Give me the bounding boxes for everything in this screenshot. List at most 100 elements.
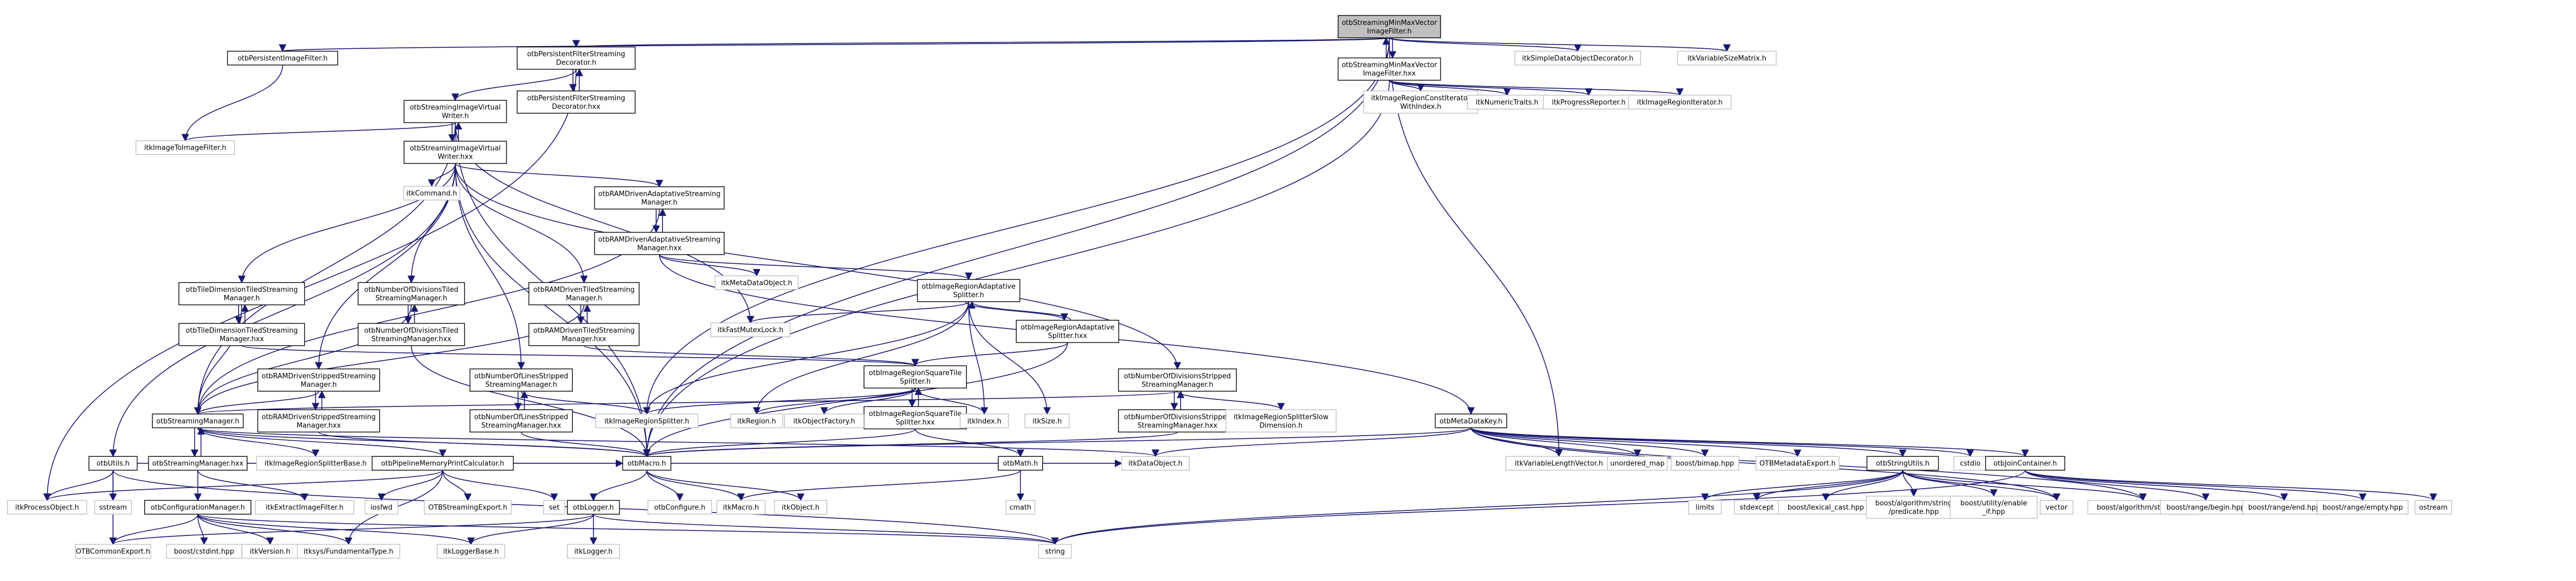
node-box xyxy=(1118,409,1237,432)
node-box xyxy=(256,456,375,471)
node-label: otbImageRegionSquareTile xyxy=(869,410,962,418)
edge-join-container-to-range-begin xyxy=(2024,470,2210,501)
node-label: otbImageRegionAdaptative xyxy=(922,283,1016,291)
node-label: OTBMetadataExport.h xyxy=(1759,460,1836,468)
graph-node-otb-math[interactable]: otbMath.h xyxy=(998,456,1043,471)
node-box xyxy=(1756,456,1840,471)
graph-node-streaming-mgr-h[interactable]: otbStreamingManager.h xyxy=(152,413,244,428)
graph-node-ndivstrip-hxx[interactable]: otbNumberOfDivisionsStrippedStreamingMan… xyxy=(1118,409,1237,432)
node-label: StreamingManager.hxx xyxy=(481,422,561,430)
graph-node-var-len-vec: itkVariableLengthVector.h xyxy=(1505,456,1613,471)
node-box xyxy=(1435,413,1507,428)
node-box xyxy=(469,409,573,432)
node-label: itkObject.h xyxy=(782,504,819,512)
node-box xyxy=(1688,500,1722,515)
graph-node-itk-version: itkVersion.h xyxy=(241,544,299,559)
edge-config-mgr-to-string xyxy=(197,514,1059,545)
edge-adapt-split-h-to-itk-region xyxy=(753,301,970,415)
graph-node-string-utils[interactable]: otbStringUtils.h xyxy=(1866,456,1939,471)
edge-pipeline-mem-to-iosfwd xyxy=(378,470,443,501)
node-label: otbNumberOfLinesStripped xyxy=(474,413,568,421)
node-label: cstdio xyxy=(1960,460,1980,468)
graph-node-limits: limits xyxy=(1688,500,1722,515)
node-label: ImageFilter.h xyxy=(1367,28,1412,36)
graph-node-otb-configure: otbConfigure.h xyxy=(647,500,712,515)
graph-node-tiledim-hxx[interactable]: otbTileDimensionTiledStreamingManager.hx… xyxy=(178,323,305,346)
node-box xyxy=(257,409,380,432)
node-label: Manager.hxx xyxy=(296,422,341,430)
graph-node-metadatakey[interactable]: otbMetaDataKey.h xyxy=(1435,413,1507,428)
node-box xyxy=(178,323,305,346)
edge-metadatakey-to-otb-macro xyxy=(643,427,1472,457)
node-label: itkImageRegionSplitterBase.h xyxy=(265,460,367,468)
graph-node-pipeline-mem[interactable]: otbPipelineMemoryPrintCalculator.h xyxy=(371,456,514,471)
graph-node-ndivstrip-h[interactable]: otbNumberOfDivisionsStrippedStreamingMan… xyxy=(1118,368,1237,392)
node-label: otbRAMDrivenAdaptativeStreaming xyxy=(598,236,721,244)
node-label: itkFastMutexLock.h xyxy=(718,326,783,334)
node-box xyxy=(1016,319,1120,343)
node-label: otbNumberOfLinesStripped xyxy=(474,372,568,380)
node-label: itkCommand.h xyxy=(406,190,457,198)
node-label: itkProgressReporter.h xyxy=(1552,99,1626,107)
edge-join-container-to-ostream xyxy=(2024,470,2437,501)
node-label: otbRAMDrivenStrippedStreaming xyxy=(261,413,376,421)
graph-node-otb-logger[interactable]: otbLogger.h xyxy=(567,500,620,515)
node-label: itkImageToImageFilter.h xyxy=(144,144,226,152)
node-box xyxy=(730,413,783,428)
node-box xyxy=(528,323,640,346)
edge-pfsd-h-to-sivw-h xyxy=(451,69,577,101)
node-label: otbNumberOfDivisionsTiled xyxy=(364,286,459,294)
graph-node-ndivtiled-hxx[interactable]: otbNumberOfDivisionsTiledStreamingManage… xyxy=(357,323,465,346)
node-box xyxy=(1514,50,1641,66)
graph-node-pfsd-hxx[interactable]: otbPersistentFilterStreamingDecorator.hx… xyxy=(517,90,636,114)
graph-node-var-matrix: itkVariableSizeMatrix.h xyxy=(1677,50,1777,66)
graph-node-persistent-filter[interactable]: otbPersistentImageFilter.h xyxy=(227,50,338,66)
edge-metadatakey-to-string-utils xyxy=(1470,427,1907,457)
node-box xyxy=(1607,456,1668,471)
node-label: StreamingManager.h xyxy=(376,294,447,302)
graph-node-streaming-mgr-hxx[interactable]: otbStreamingManager.hxx xyxy=(148,456,248,471)
node-label: ostream xyxy=(2419,504,2448,512)
node-box xyxy=(1950,496,2038,519)
graph-node-nlines-hxx[interactable]: otbNumberOfLinesStrippedStreamingManager… xyxy=(469,409,573,432)
edge-sivw-hxx-to-nlines-h xyxy=(455,163,525,370)
edge-streaming-mgr-h-to-splitter-base xyxy=(197,428,320,457)
node-label: itkVersion.h xyxy=(250,548,290,556)
node-label: unordered_map xyxy=(1610,460,1665,468)
graph-node-numeric-traits: itkNumericTraits.h xyxy=(1467,94,1547,110)
node-box xyxy=(436,544,505,559)
edge-pfsd-h-to-process-object xyxy=(43,69,577,501)
edge-sqtile-h-to-obj-factory xyxy=(820,388,916,415)
graph-node-otb-macro[interactable]: otbMacro.h xyxy=(622,456,671,471)
graph-node-ndivtiled-h[interactable]: otbNumberOfDivisionsTiledStreamingManage… xyxy=(357,282,465,306)
edge-nlines-h-to-region-splitter xyxy=(520,391,651,415)
node-label: itkLogger.h xyxy=(574,548,613,556)
node-box xyxy=(647,500,712,515)
graph-node-progress: itkProgressReporter.h xyxy=(1543,94,1635,110)
graph-node-nlines-h[interactable]: otbNumberOfLinesStrippedStreamingManager… xyxy=(469,368,573,392)
graph-node-otb-utils[interactable]: otbUtils.h xyxy=(88,456,138,471)
node-box xyxy=(710,322,791,337)
node-box xyxy=(255,500,354,515)
node-box xyxy=(1225,409,1337,432)
edge-metadatakey-to-data-object xyxy=(1151,427,1472,457)
graph-node-join-container[interactable]: otbJoinContainer.h xyxy=(1985,456,2065,471)
graph-node-config-mgr[interactable]: otbConfigurationManager.h xyxy=(144,500,251,515)
graph-node-ramadapt-hxx[interactable]: otbRAMDrivenAdaptativeStreamingManager.h… xyxy=(594,232,725,255)
